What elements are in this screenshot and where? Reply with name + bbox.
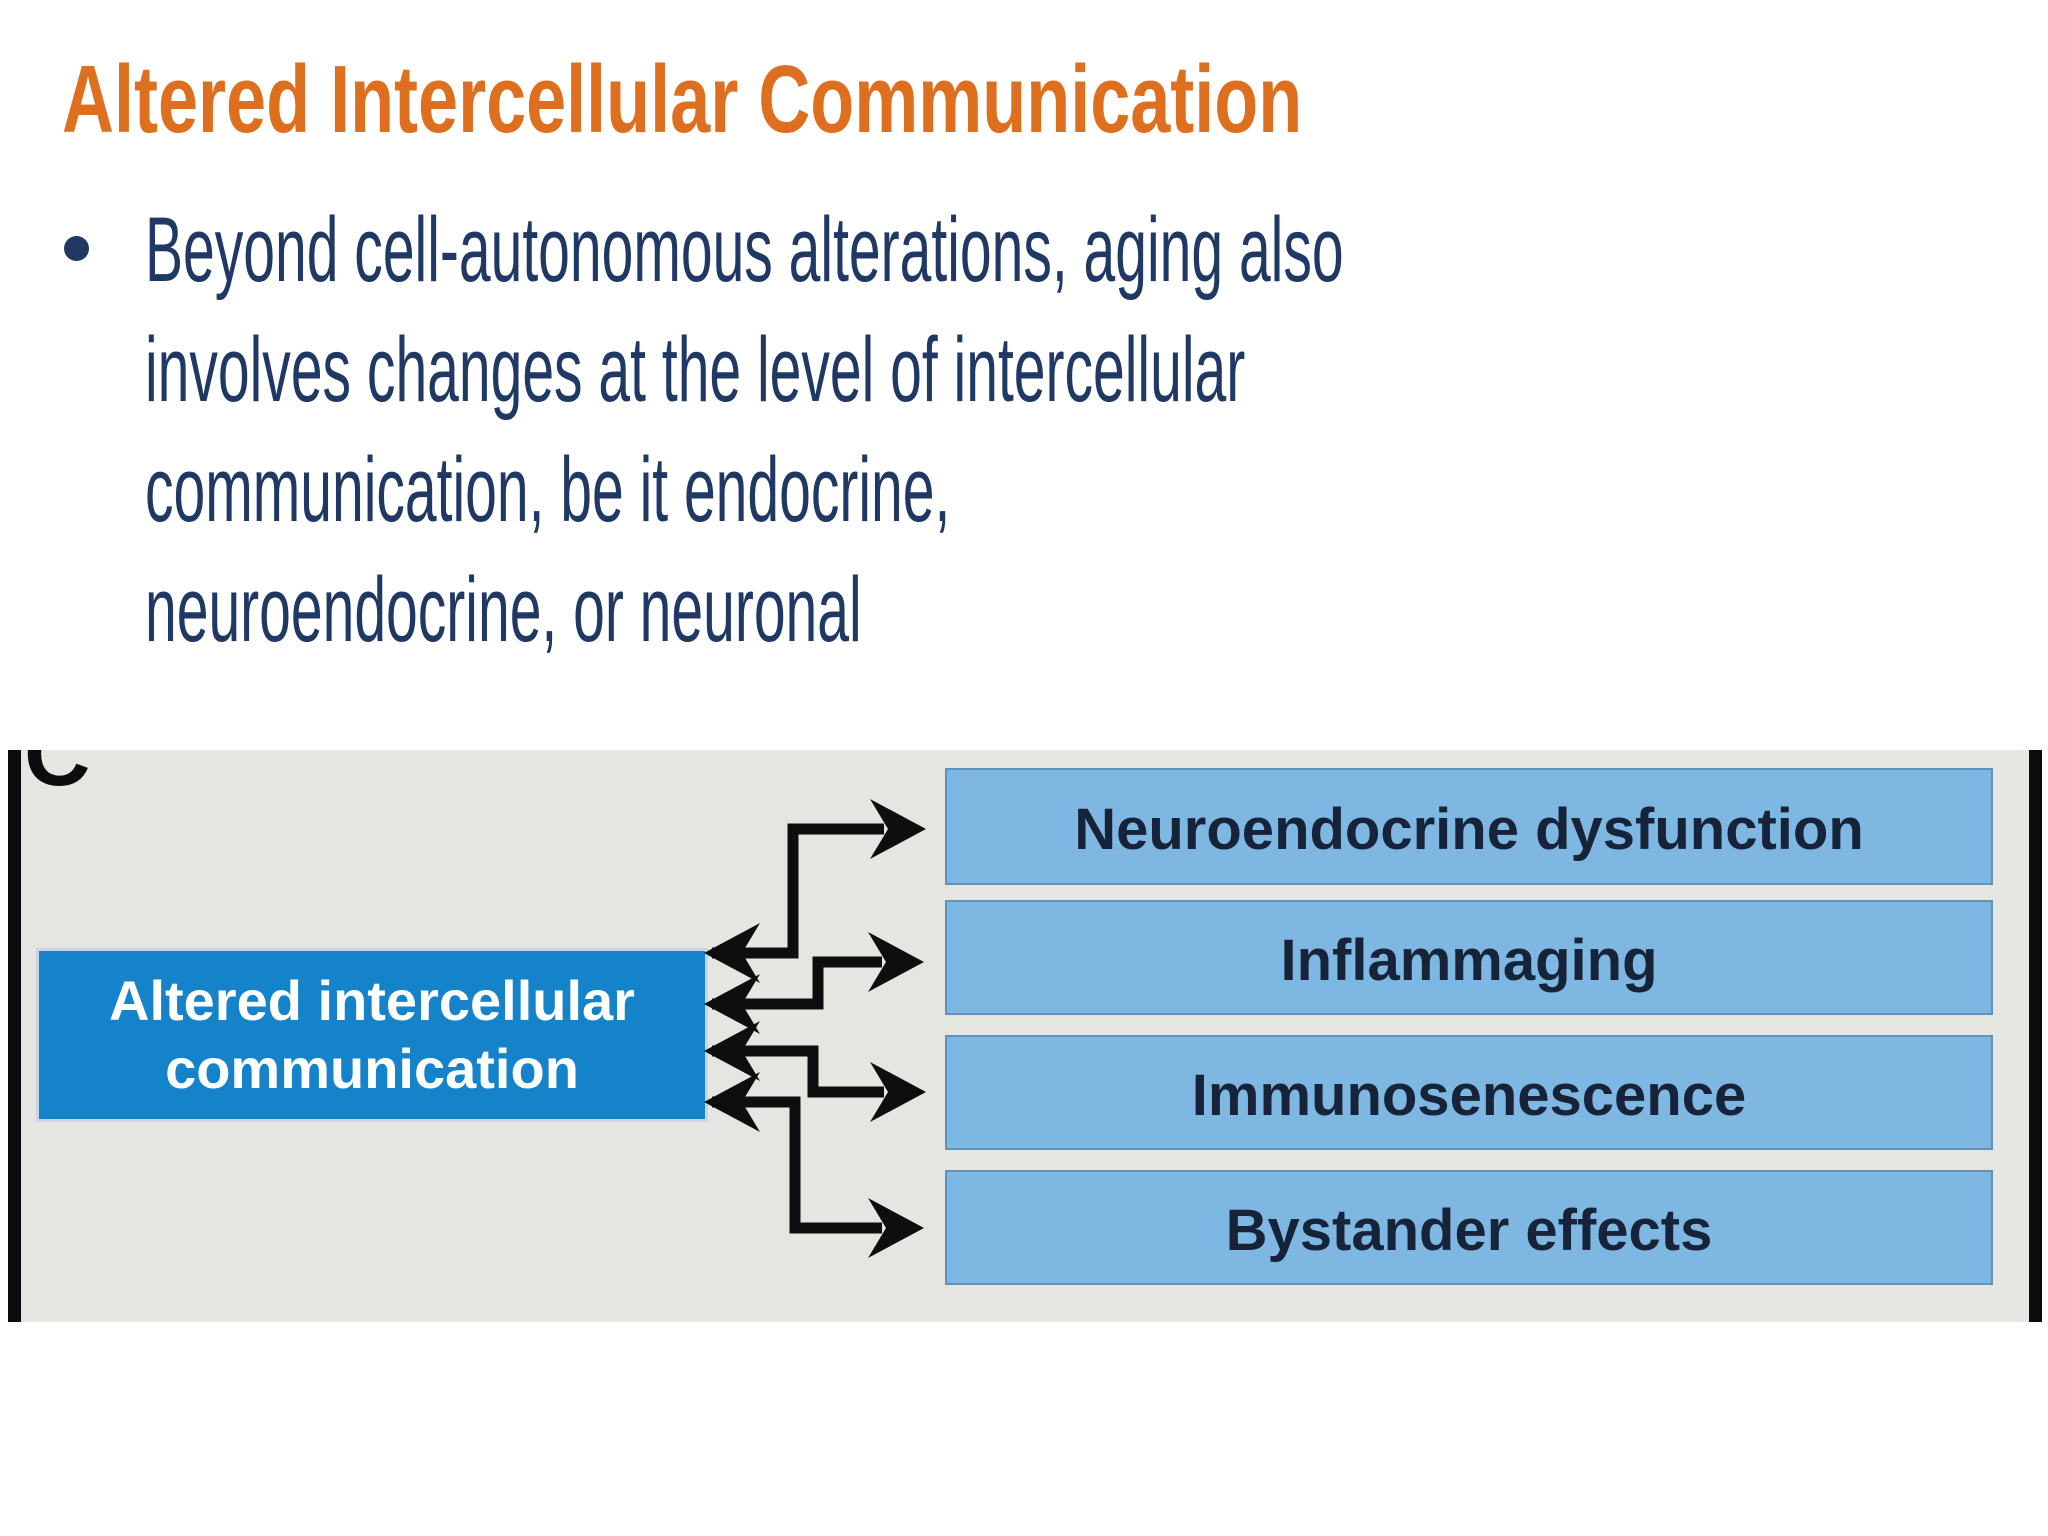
target-box-inflammaging: Inflammaging [945,900,1993,1015]
target-box-immunosenescence: Immunosenescence [945,1035,1993,1150]
arrowhead-left-icon [704,1021,760,1081]
arrowhead-left-icon [704,974,760,1034]
figure-panel-label: C [24,750,91,805]
arrowhead-right-icon [870,799,926,859]
figure-left-margin [0,750,8,1322]
source-box-label-line1: Altered intercellular [109,968,635,1032]
figure-left-border [8,750,21,1322]
target-box-bystander-effects: Bystander effects [945,1170,1993,1285]
arrow-connector-immunosenescence [704,1021,926,1122]
arrow-connector-neuroendocrine [704,799,926,983]
arrowhead-left-icon [704,1072,760,1132]
arrowhead-left-icon [704,923,760,983]
target-box-neuroendocrine-dysfunction: Neuroendocrine dysfunction [945,768,1993,885]
figure-right-margin [2042,750,2048,1322]
bullet-line: involves changes at the level of interce… [145,319,1246,421]
bullet-line: neuroendocrine, or neuronal [145,559,862,661]
arrowhead-right-icon [868,1198,924,1258]
target-box-label: Bystander effects [1225,1198,1713,1263]
figure-right-border [2029,750,2042,1322]
arrowhead-right-icon [870,1062,926,1122]
figure-panel: C Altered intercellular communication Ne… [0,750,2048,1322]
arrows-layer [704,799,926,1258]
source-box: Altered intercellular communication [36,948,708,1122]
arrow-connector-bystander [704,1072,924,1258]
bullet-line: Beyond cell-autonomous alterations, agin… [145,199,1344,301]
bullet-paragraph: Beyond cell-autonomous alterations, agin… [145,190,1344,670]
target-box-label: Inflammaging [1280,928,1658,993]
bullet-marker-icon [64,236,89,261]
page-title: Altered Intercellular Communication [62,46,1303,153]
arrow-connector-inflammaging [704,932,924,1034]
target-box-label: Immunosenescence [1191,1063,1747,1128]
source-box-label-line2: communication [165,1037,579,1100]
target-box-label: Neuroendocrine dysfunction [1074,797,1864,862]
bullet-line: communication, be it endocrine, [145,439,951,541]
arrowhead-right-icon [868,932,924,992]
